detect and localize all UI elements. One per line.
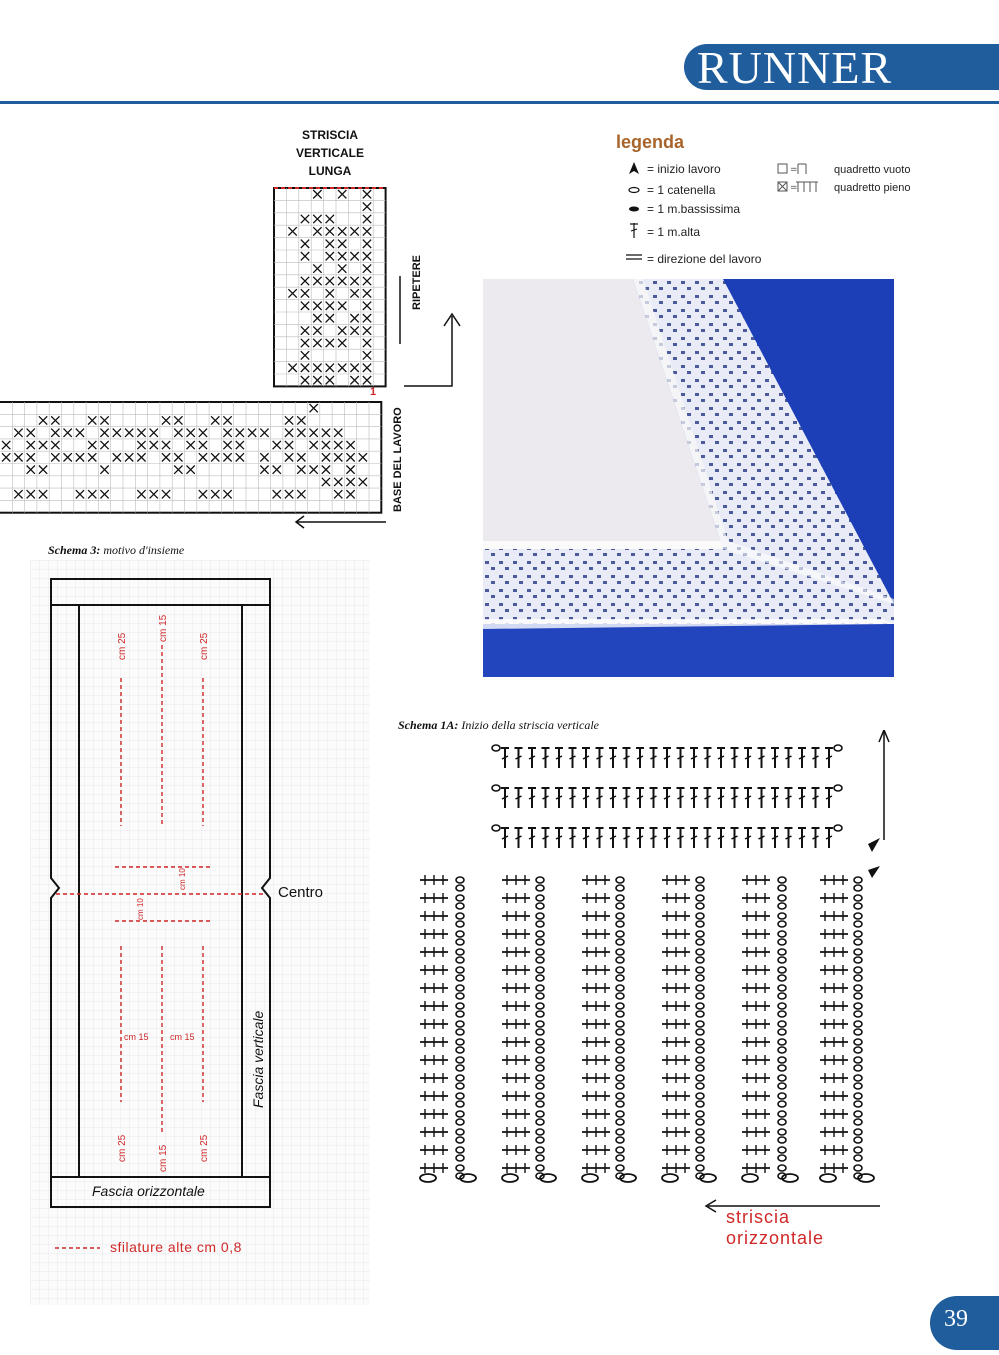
page-title: RUNNER xyxy=(697,42,893,93)
horizontal-strip-columns xyxy=(419,875,875,1183)
strip-title-line-1: STRISCIA xyxy=(301,128,358,142)
start-arrow-2 xyxy=(868,866,880,878)
chain-oval-icon xyxy=(628,186,640,194)
legend-icons xyxy=(626,162,642,260)
runner-outline xyxy=(50,578,271,1208)
strip-title-line-3: LUNGA xyxy=(308,164,352,178)
vertical-strip-rows xyxy=(491,744,843,848)
legend-item-chain: = 1 catenella xyxy=(647,183,716,197)
legend-item-double-crochet: = 1 m.alta xyxy=(647,225,701,239)
legend-item-direction: = direzione del lavoro xyxy=(647,252,762,266)
page-number-badge xyxy=(930,1296,999,1350)
filled-square-icon xyxy=(777,181,788,192)
legend-empty-square: quadretto vuoto xyxy=(834,164,911,176)
repeat-arrow-head xyxy=(443,312,461,327)
filet-chart-diagram xyxy=(0,187,461,529)
measure-25-right-top: cm 25 xyxy=(199,632,210,660)
base-label: BASE DEL LAVORO xyxy=(392,407,404,512)
start-number: 1 xyxy=(370,386,377,398)
strip-chart-title: STRISCIA VERTICALE LUNGA xyxy=(270,126,390,180)
bottom-label-line-2: orizzontale xyxy=(726,1228,825,1248)
legend-item-start: = inizio lavoro xyxy=(647,162,721,176)
schema1a-diagram xyxy=(419,730,890,1183)
measure-15-right-mid: cm 15 xyxy=(170,1032,195,1042)
schema1a-caption-bold: Schema 1A: xyxy=(398,718,459,732)
page-number: 39 xyxy=(944,1306,968,1332)
runner-photo xyxy=(483,279,894,677)
legend-filled-square: quadretto pieno xyxy=(834,182,911,194)
drawn-thread-lines xyxy=(55,645,266,1249)
legend-square-icons: = = xyxy=(777,163,818,193)
center-label: Centro xyxy=(278,884,324,901)
measure-15-left-mid: cm 15 xyxy=(124,1032,149,1042)
empty-square-icon xyxy=(777,163,788,174)
title-tab xyxy=(684,44,999,90)
svg-text:=: = xyxy=(790,165,798,175)
arrow-start-icon xyxy=(629,162,639,174)
header-rule xyxy=(0,101,999,104)
footnote: sfilature alte cm 0,8 xyxy=(110,1239,242,1255)
schema3-caption: Schema 3: motivo d'insieme xyxy=(48,543,184,558)
schema3-diagram: cm 25 cm 15 cm 25 cm 10 cm 10 cm 15 cm 1… xyxy=(30,560,370,1305)
horizontal-band-label: Fascia orizzontale xyxy=(92,1183,205,1199)
legend-title: legenda xyxy=(616,132,685,152)
measure-25-right-bottom: cm 25 xyxy=(199,1134,210,1162)
repeat-arrow xyxy=(404,316,453,387)
schema3-caption-rest: motivo d'insieme xyxy=(100,543,185,557)
schema1a-caption-rest: Inizio della striscia verticale xyxy=(458,718,599,732)
vertical-strip-grid xyxy=(273,187,387,388)
measure-15-mid-top: cm 15 xyxy=(158,614,169,642)
measure-25-left-top: cm 25 xyxy=(117,632,128,660)
legend-item-slip-stitch: = 1 m.bassissima xyxy=(647,202,741,216)
measure-10-left: cm 10 xyxy=(136,898,145,920)
strip-title-line-2: VERTICALE xyxy=(295,146,364,160)
vertical-band-label: Fascia verticale xyxy=(250,1010,266,1108)
measure-15-mid-bottom: cm 15 xyxy=(158,1144,169,1172)
start-arrow-1 xyxy=(868,838,880,852)
horizontal-strip-grid xyxy=(0,401,383,514)
bottom-label-line-1: striscia xyxy=(726,1207,791,1227)
lace-border xyxy=(483,279,894,624)
white-fabric xyxy=(483,279,723,549)
bottom-strip-label: striscia orizzontale xyxy=(726,1207,824,1249)
base-arrow-head xyxy=(294,515,305,529)
schema1a-caption: Schema 1A: Inizio della striscia vertica… xyxy=(398,718,599,733)
svg-text:=: = xyxy=(790,183,798,193)
measure-25-left-bottom: cm 25 xyxy=(117,1134,128,1162)
schema3-caption-bold: Schema 3: xyxy=(48,543,101,557)
repeat-label: RIPETERE xyxy=(411,254,423,310)
slip-stitch-dot-icon xyxy=(629,206,639,212)
measure-10-right: cm 10 xyxy=(178,868,187,890)
bottom-direction-arrow xyxy=(704,1199,880,1213)
